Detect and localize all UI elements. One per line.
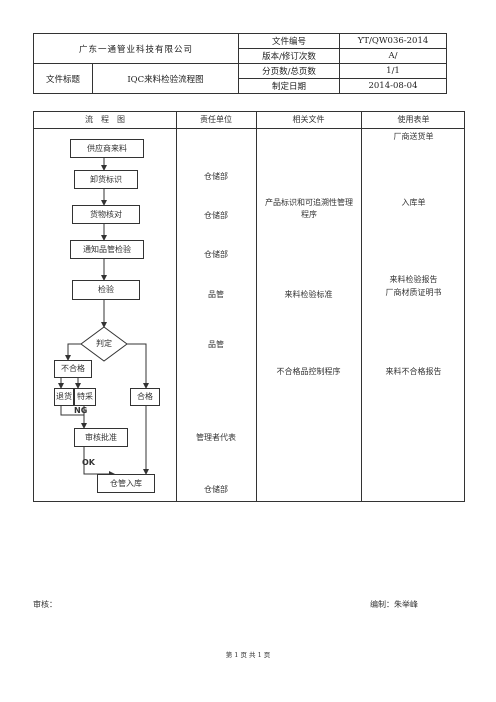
- field-value-date: 2014-08-04: [339, 78, 447, 94]
- form-nonconforming-report: 来料不合格报告: [385, 367, 442, 376]
- step-judge: 判定: [96, 339, 112, 348]
- dept-judge: 品管: [208, 340, 224, 349]
- field-label-doc-no: 文件编号: [238, 33, 340, 49]
- column-divider: [176, 112, 177, 501]
- dept-warehouse: 仓储部: [204, 485, 228, 494]
- field-value-pages: 1/1: [339, 63, 447, 79]
- step-return: 退货: [54, 388, 74, 406]
- step-pass: 合格: [130, 388, 160, 406]
- step-notify: 通知品管检验: [70, 240, 144, 259]
- form-warehouse-receipt: 入库单: [401, 198, 426, 207]
- ok-label: OK: [82, 458, 95, 467]
- dept-approve: 管理者代表: [196, 433, 236, 442]
- flow-table: 流 程 图 责任单位 相关文件 使用表单 供应商来料 卸货标识 货物核对: [33, 111, 465, 502]
- step-inspect: 检验: [72, 280, 140, 300]
- arrow: [60, 406, 87, 429]
- step-warehouse: 仓管入库: [97, 474, 155, 493]
- review-label: 审核：: [33, 600, 57, 609]
- step-special: 特采: [74, 388, 96, 406]
- step-unload: 卸货标识: [74, 170, 138, 189]
- field-value-doc-no: YT/QW036-2014: [339, 33, 447, 49]
- doc-nonconforming-procedure: 不合格品控制程序: [276, 367, 341, 376]
- column-divider: [361, 112, 362, 501]
- form-inspection-report: 来料检验报告: [389, 275, 438, 284]
- field-label-version: 版本/修订次数: [238, 48, 340, 64]
- doc-inspection-standard: 来料检验标准: [284, 290, 333, 299]
- column-header-forms: 使用表单: [397, 115, 430, 124]
- step-approve: 审核批准: [74, 428, 128, 447]
- document-header: 广东一通管业科技有限公司 文件编号 YT/QW036-2014 版本/修订次数 …: [33, 33, 447, 94]
- step-supplier: 供应商来料: [70, 139, 144, 158]
- doc-traceability: 产品标识和可追溯性管理程序: [265, 198, 353, 219]
- arrow: [124, 343, 149, 389]
- ng-label: NG: [74, 406, 88, 415]
- field-label-pages: 分页数/总页数: [238, 63, 340, 79]
- header-divider: [34, 128, 464, 129]
- flow-connectors: [58, 158, 149, 477]
- step-verify: 货物核对: [72, 205, 140, 224]
- field-value-version: A/: [339, 48, 447, 64]
- title-value: IQC来料检验流程图: [92, 63, 239, 94]
- decision-diamond: [80, 326, 128, 362]
- dept-notify: 仓储部: [204, 250, 228, 259]
- dept-verify: 仓储部: [204, 211, 228, 220]
- column-header-flow: 流 程 图: [85, 115, 125, 124]
- column-divider: [256, 112, 257, 501]
- form-material-certificate: 厂商材质证明书: [385, 288, 442, 297]
- step-ng: 不合格: [54, 360, 92, 378]
- dept-unload: 仓储部: [204, 172, 228, 181]
- title-label: 文件标题: [33, 63, 93, 94]
- company-name: 广东一通管业科技有限公司: [33, 33, 239, 64]
- author-label: 编制：朱举峰: [370, 600, 418, 609]
- arrow: [65, 343, 84, 361]
- column-header-docs: 相关文件: [292, 115, 325, 124]
- dept-inspect: 品管: [208, 290, 224, 299]
- field-label-date: 制定日期: [238, 78, 340, 94]
- column-header-dept: 责任单位: [200, 115, 232, 124]
- form-delivery-note: 厂商送货单: [393, 132, 434, 141]
- page-number: 第 1 页 共 1 页: [225, 651, 271, 659]
